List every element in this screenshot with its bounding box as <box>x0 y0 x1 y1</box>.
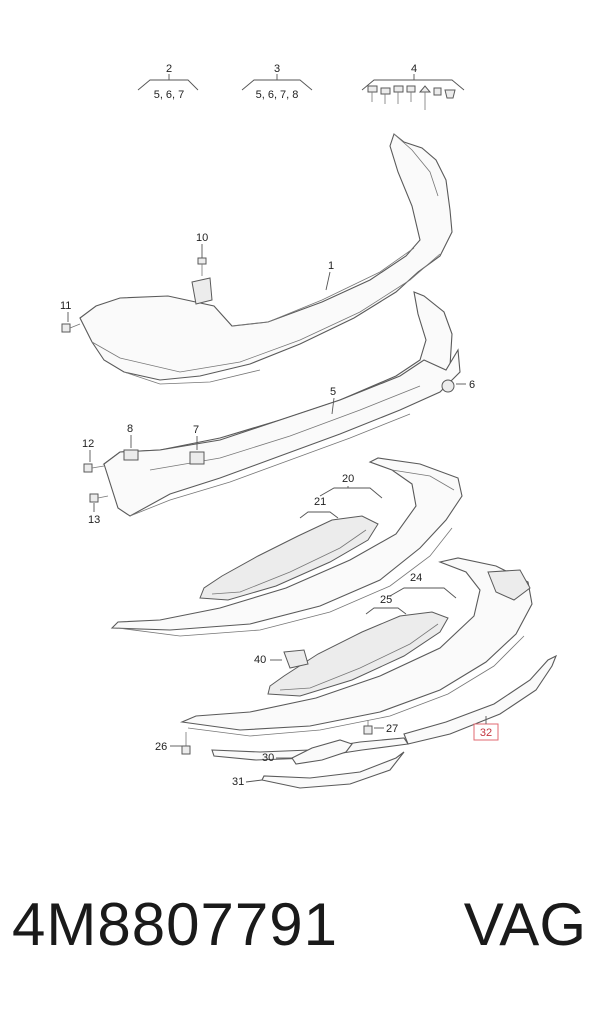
part-5-bumper-carrier: 5 <box>102 291 461 517</box>
part-25-lower-trim-insert: 25 <box>267 594 449 697</box>
callout-26: 26 <box>155 741 167 753</box>
callout-group-8: 8 <box>123 423 139 461</box>
callout-group-4: 4 <box>361 63 465 110</box>
callout-2-subitems: 5, 6, 7 <box>154 89 185 101</box>
callout-11: 11 <box>60 300 71 312</box>
part-30-reflector: 30 <box>262 739 353 765</box>
callout-21: 21 <box>314 496 326 508</box>
callout-group-6: 6 <box>441 379 475 393</box>
callout-3-subitems: 5, 6, 7, 8 <box>256 89 299 101</box>
callout-24: 24 <box>410 572 422 584</box>
exploded-parts-diagram: 2 5, 6, 7 3 5, 6, 7, 8 4 1 <box>60 63 558 789</box>
callout-31: 31 <box>232 776 244 788</box>
callout-12: 12 <box>82 438 94 450</box>
callout-1: 1 <box>328 260 334 272</box>
callout-30: 30 <box>262 752 274 764</box>
part-20-diffuser: 20 <box>110 457 463 637</box>
callout-group-26: 26 <box>155 732 191 755</box>
callout-group-13: 13 <box>88 493 109 526</box>
callout-40: 40 <box>254 654 266 666</box>
callout-group-27: 27 <box>363 720 398 735</box>
callout-13: 13 <box>88 514 100 526</box>
callout-group-10: 10 <box>196 232 208 276</box>
part-1-bumper-cover: 1 <box>79 133 453 385</box>
callout-20: 20 <box>342 473 354 485</box>
part-21-trim-insert: 21 <box>199 496 379 601</box>
callout-25: 25 <box>380 594 392 606</box>
callout-3: 3 <box>274 63 280 75</box>
callout-27: 27 <box>386 723 398 735</box>
callout-group-7: 7 <box>189 424 205 465</box>
callout-10: 10 <box>196 232 208 244</box>
part-31-lower-trim: 31 <box>211 737 409 789</box>
callout-group-40: 40 <box>254 649 309 669</box>
part-24-lower-diffuser: 24 <box>179 557 533 737</box>
part-32-trim-strip: 32 <box>403 654 558 745</box>
callout-32: 32 <box>480 727 492 739</box>
callout-5: 5 <box>330 386 336 398</box>
part-number-label: 4M8807791 <box>12 891 338 958</box>
callout-2: 2 <box>166 63 172 75</box>
callout-8: 8 <box>127 423 133 435</box>
callout-7: 7 <box>193 424 199 436</box>
fastener-set-icon <box>367 85 456 110</box>
brand-label: VAG <box>463 891 586 958</box>
callout-group-2: 2 5, 6, 7 <box>137 63 199 101</box>
callout-group-11: 11 <box>60 300 81 333</box>
callout-6: 6 <box>469 379 475 391</box>
callout-group-3: 3 5, 6, 7, 8 <box>241 63 313 101</box>
callout-4: 4 <box>411 63 417 75</box>
callout-group-12: 12 <box>82 438 105 473</box>
